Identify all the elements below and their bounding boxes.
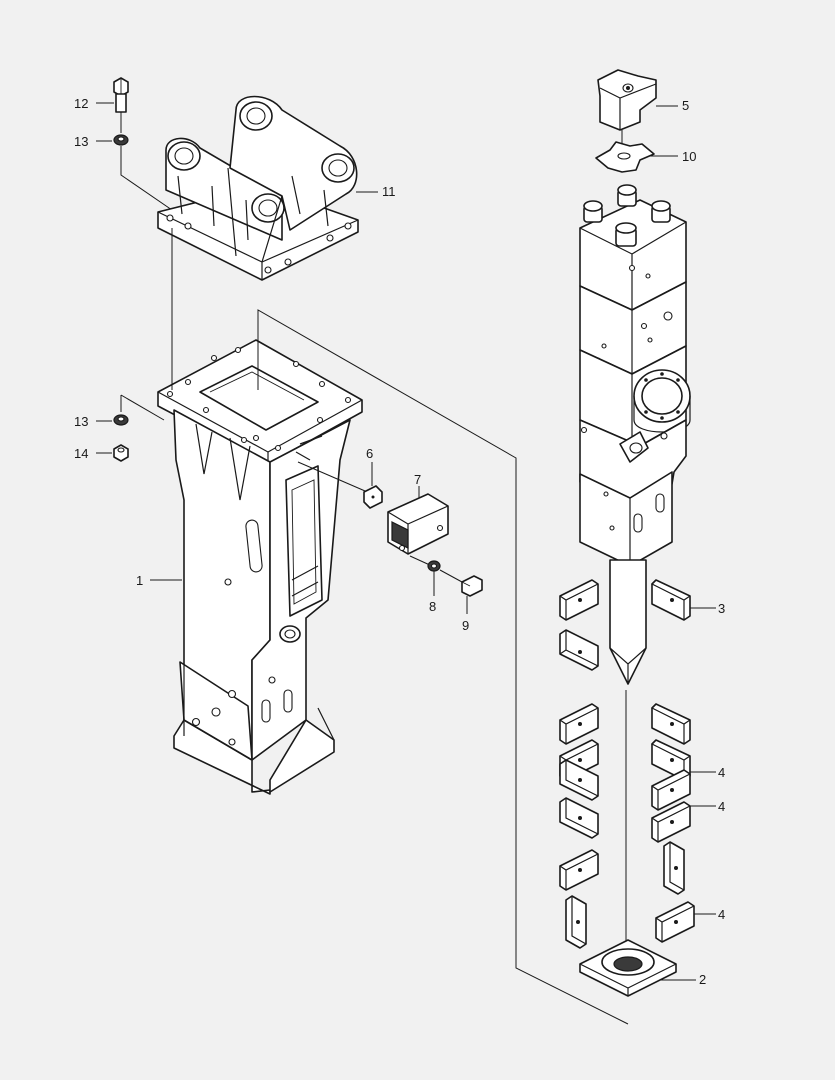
washer-13-top bbox=[113, 134, 129, 146]
washer-13-middle bbox=[113, 414, 129, 426]
callout-12: 12 bbox=[74, 96, 88, 111]
buffer-5 bbox=[597, 69, 657, 131]
main-housing-1 bbox=[157, 339, 363, 795]
callout-14: 14 bbox=[74, 446, 88, 461]
callout-4-middle: 4 bbox=[718, 799, 725, 814]
callout-4-lower: 4 bbox=[718, 907, 725, 922]
callout-13-middle: 13 bbox=[74, 414, 88, 429]
callout-4-upper: 4 bbox=[718, 765, 725, 780]
bottom-plate-2 bbox=[579, 939, 677, 997]
callout-3: 3 bbox=[718, 601, 725, 616]
callout-6: 6 bbox=[366, 446, 373, 461]
washer-8 bbox=[427, 560, 441, 572]
wear-plates-3 bbox=[559, 579, 691, 671]
callout-8: 8 bbox=[429, 599, 436, 614]
callout-9: 9 bbox=[462, 618, 469, 633]
callout-13-top: 13 bbox=[74, 134, 88, 149]
bolt-12 bbox=[113, 77, 129, 113]
callout-7: 7 bbox=[414, 472, 421, 487]
shim-6 bbox=[363, 485, 383, 509]
plate-10 bbox=[595, 141, 655, 173]
callout-2: 2 bbox=[699, 972, 706, 987]
callout-10: 10 bbox=[682, 149, 696, 164]
callout-5: 5 bbox=[682, 98, 689, 113]
callout-1: 1 bbox=[136, 573, 143, 588]
wear-pad-7 bbox=[387, 493, 449, 555]
adapter-bracket-11 bbox=[157, 95, 359, 281]
wear-plates-4 bbox=[559, 703, 695, 949]
callout-11: 11 bbox=[382, 184, 396, 199]
nut-14 bbox=[113, 444, 129, 462]
hydraulic-cylinder bbox=[579, 184, 691, 685]
bolt-9 bbox=[461, 575, 483, 597]
